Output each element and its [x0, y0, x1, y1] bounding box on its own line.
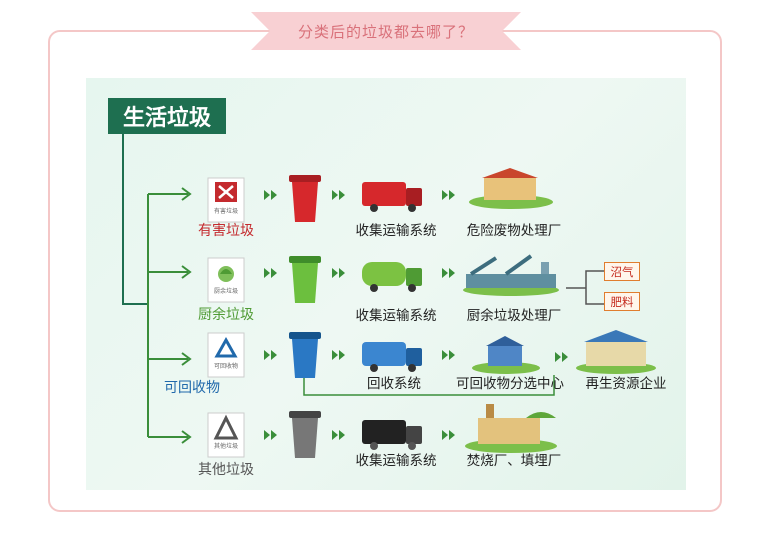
branch-hazard-arrow [181, 187, 192, 201]
connector-lines [122, 134, 656, 458]
sign-caption-hazard: 有害垃圾 [213, 208, 239, 215]
category-label-recycle: 可回收物 [164, 380, 220, 396]
red-bin-icon [289, 175, 321, 222]
step2-kitchen: 厨余垃圾处理厂 [466, 308, 562, 324]
plant-icon [463, 254, 559, 296]
step1-recycle: 回收系统 [367, 376, 421, 392]
green-bin-icon [289, 256, 321, 303]
branch-other-arrow [181, 430, 192, 444]
output-tag-biogas: 沼气 [604, 262, 640, 281]
step1-hazard: 收集运输系统 [355, 223, 437, 239]
category-label-kitchen: 厨余垃圾 [198, 307, 254, 323]
root-label: 生活垃圾 [108, 98, 226, 134]
truck-icon-recycle [362, 342, 422, 372]
trunk-line [122, 134, 148, 305]
step2-hazard: 危险废物处理厂 [466, 223, 562, 239]
truck-icon-hazard [362, 182, 422, 212]
truck-icon-other [362, 420, 422, 450]
header-ribbon: 分类后的垃圾都去哪了？ [251, 12, 521, 50]
header-title: 分类后的垃圾都去哪了？ [297, 22, 474, 41]
gray-bin-icon [289, 411, 321, 458]
truck-icon-kitchen [362, 262, 422, 292]
enterprise-icon [576, 330, 656, 374]
sign-caption-recycle: 可回收物 [213, 363, 239, 370]
kitchen-output-bracket [566, 270, 604, 305]
sign-caption-other: 其他垃圾 [213, 443, 239, 450]
other-waste-sign-icon [207, 412, 245, 458]
sign-caption-kitchen: 厨余垃圾 [213, 288, 239, 295]
step1-other: 收集运输系统 [355, 453, 437, 469]
step3-recycle: 再生资源企业 [585, 376, 667, 392]
hazard-sign-icon [207, 177, 245, 223]
incinerator-icon [465, 404, 557, 453]
root-label-text: 生活垃圾 [122, 106, 211, 131]
diagram-panel: 生活垃圾 [86, 78, 686, 490]
factory-icon [469, 168, 553, 209]
step1-kitchen: 收集运输系统 [355, 308, 437, 324]
sorting-center-icon [472, 336, 540, 374]
chevron-arrows [264, 190, 568, 440]
category-label-hazard: 有害垃圾 [198, 223, 254, 239]
blue-bin-icon [289, 332, 321, 378]
kitchen-waste-sign-icon [207, 257, 245, 303]
branch-recycle-arrow [181, 352, 192, 366]
branch-kitchen-arrow [181, 265, 192, 279]
output-tag-biogas-text: 沼气 [610, 264, 634, 279]
output-tag-fertilizer: 肥料 [604, 292, 640, 311]
step2-other: 焚烧厂、填埋厂 [466, 453, 562, 469]
recycle-return-line [303, 375, 555, 396]
category-label-other: 其他垃圾 [198, 462, 254, 478]
recycle-sign-icon [207, 332, 245, 378]
step2-recycle: 可回收物分选中心 [456, 376, 564, 392]
output-tag-fertilizer-text: 肥料 [610, 294, 634, 309]
